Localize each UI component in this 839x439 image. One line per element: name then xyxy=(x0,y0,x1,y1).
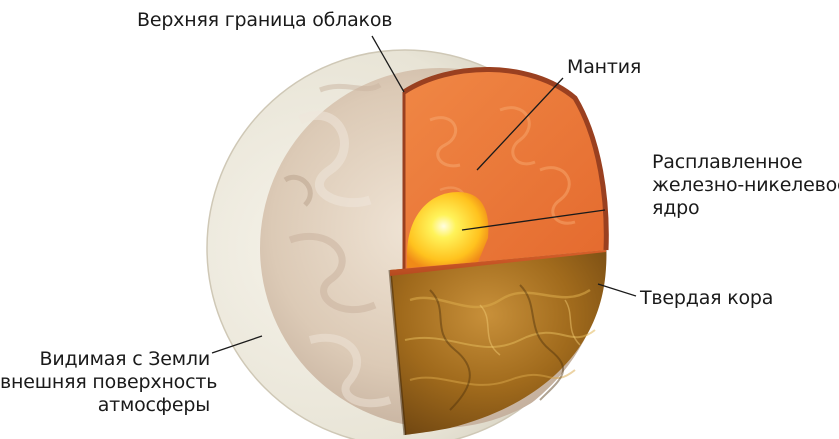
label-cloud-top: Верхняя граница облаков xyxy=(137,9,392,32)
label-core-line-2: железно-никелевое xyxy=(652,174,839,197)
label-atmosphere-line-3: атмосферы xyxy=(0,394,210,417)
label-solid-crust: Твердая кора xyxy=(640,287,773,310)
label-molten-core: Расплавленное железно-никелевое ядро xyxy=(652,151,839,220)
leader-line-crust xyxy=(598,284,636,296)
label-mantle: Мантия xyxy=(567,56,641,79)
label-visible-atmosphere: Видимая с Земли внешняя поверхность атмо… xyxy=(0,348,210,417)
label-atmosphere-line-1: Видимая с Земли xyxy=(0,348,210,371)
label-core-line-1: Расплавленное xyxy=(652,151,839,174)
label-core-line-3: ядро xyxy=(652,197,839,220)
crust-section xyxy=(390,250,606,435)
label-atmosphere-line-2: внешняя поверхность xyxy=(0,371,210,394)
